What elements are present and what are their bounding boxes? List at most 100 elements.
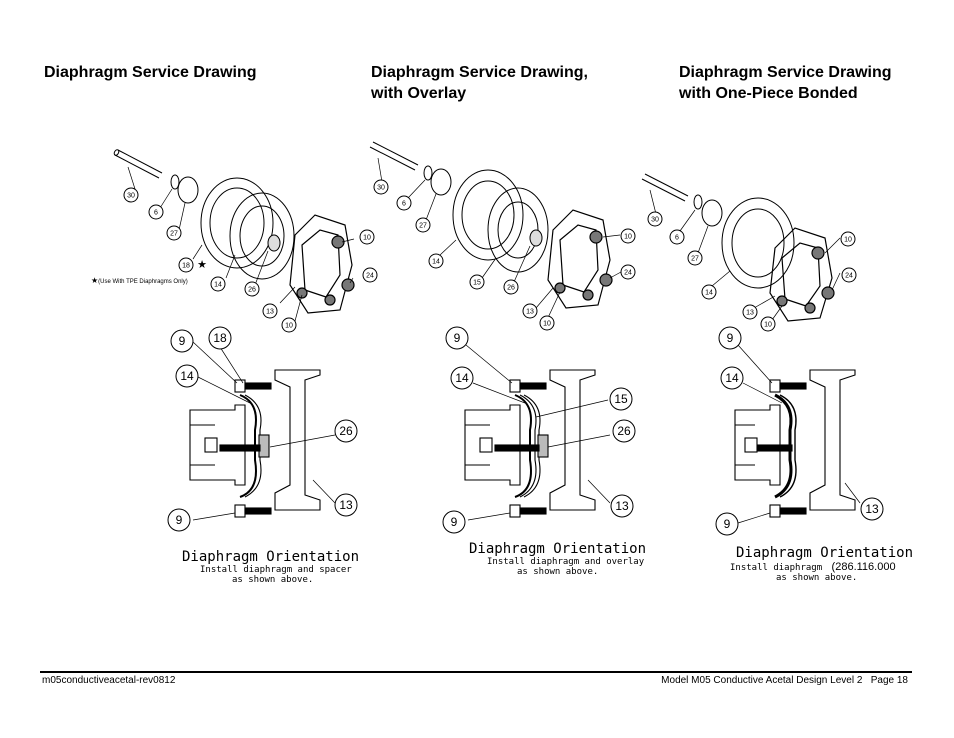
diaphragm-part: [452, 169, 524, 261]
svg-text:14: 14: [705, 290, 713, 297]
svg-text:9: 9: [176, 513, 183, 527]
tpe-note-text: (Use With TPE Diaphragms Only): [98, 279, 188, 285]
callout-24: 24: [841, 267, 857, 283]
overlay-part: [487, 187, 549, 273]
callout-6: 6: [669, 229, 685, 245]
housing-part: [547, 209, 613, 309]
svg-text:9: 9: [179, 334, 186, 348]
section-title-2: Diaphragm Service Drawing, with Overlay: [371, 62, 588, 104]
svg-text:14: 14: [180, 369, 194, 383]
svg-text:27: 27: [170, 231, 178, 238]
svg-text:30: 30: [377, 185, 385, 192]
section-title-1: Diaphragm Service Drawing: [44, 62, 257, 83]
svg-text:18: 18: [182, 263, 190, 270]
callout-14: 14: [701, 284, 717, 300]
callout-14: 14: [450, 366, 474, 390]
exploded-view-1: 30 6 27 18 14 26 13 10 10 24 ★: [113, 149, 378, 333]
callout-14: 14: [175, 364, 199, 388]
plate-part: [177, 176, 199, 204]
washer-part: [693, 194, 703, 210]
svg-text:10: 10: [285, 323, 293, 330]
svg-text:6: 6: [402, 201, 406, 208]
svg-text:14: 14: [725, 371, 739, 385]
callout-6: 6: [396, 195, 412, 211]
housing-section: [809, 369, 856, 511]
callout-13: 13: [262, 303, 278, 319]
spacer-part: [529, 229, 543, 247]
footer-right: Model M05 Conductive Acetal Design Level…: [661, 675, 908, 686]
orientation-line2: as shown above.: [517, 567, 599, 577]
bolt-bottom: [234, 504, 272, 518]
orientation-line1: Install diaphragm and overlay: [487, 557, 645, 567]
callout-10: 10: [620, 228, 636, 244]
part-number: (286.116.000: [831, 561, 896, 573]
callout-9-bottom: 9: [167, 508, 191, 532]
callout-24: 24: [362, 267, 378, 283]
callout-27: 27: [166, 225, 182, 241]
orientation-block-3: Diaphragm Orientation Install diaphragm …: [730, 545, 914, 583]
washer-part: [423, 165, 433, 181]
housing-part: [289, 214, 355, 314]
svg-text:30: 30: [127, 193, 135, 200]
orientation-block-1: Diaphragm Orientation Install diaphragm …: [182, 549, 359, 585]
svg-text:13: 13: [526, 309, 534, 316]
title-line: Diaphragm Service Drawing: [44, 64, 257, 81]
svg-text:26: 26: [617, 424, 631, 438]
svg-text:14: 14: [455, 371, 469, 385]
footer-left: m05conductiveacetal-rev0812: [42, 675, 176, 686]
callout-15: 15: [469, 274, 485, 290]
bolt-bottom: [769, 504, 807, 518]
orientation-line1-row: Install diaphragm (286.116.000: [730, 561, 913, 573]
callout-13: 13: [742, 304, 758, 320]
svg-text:13: 13: [746, 310, 754, 317]
exploded-view-2: 30 6 27 14 15 26 13 10 10 24: [369, 141, 636, 331]
shaft-part: [641, 173, 689, 202]
callout-10: 10: [359, 229, 375, 245]
orientation-line1: Install diaphragm and spacer: [200, 565, 352, 575]
housing-section: [549, 369, 596, 511]
svg-text:10: 10: [624, 234, 632, 241]
bolt-top: [234, 379, 272, 393]
callout-18: 18: [178, 257, 194, 273]
callout-9-bottom: 9: [715, 512, 739, 536]
orientation-title: Diaphragm Orientation: [469, 541, 647, 557]
tpe-note: ★(Use With TPE Diaphragms Only): [91, 276, 188, 285]
title-line: with One-Piece Bonded: [679, 85, 858, 102]
svg-text:24: 24: [845, 273, 853, 280]
footer-rule: [40, 671, 912, 673]
callout-26: 26: [503, 279, 519, 295]
svg-text:14: 14: [432, 259, 440, 266]
callout-18: 18: [208, 326, 232, 350]
svg-text:6: 6: [154, 210, 158, 217]
callout-30: 30: [373, 179, 389, 195]
orientation-line1: Install diaphragm: [730, 563, 823, 573]
title-line: Diaphragm Service Drawing: [679, 64, 892, 81]
section-title-3: Diaphragm Service Drawing with One-Piece…: [679, 62, 892, 104]
callout-10b: 10: [539, 315, 555, 331]
shaft-part: [369, 141, 419, 171]
callout-10b: 10: [281, 317, 297, 333]
svg-text:9: 9: [454, 331, 461, 345]
svg-text:10: 10: [764, 322, 772, 329]
callout-14: 14: [428, 253, 444, 269]
title-line: Diaphragm Service Drawing,: [371, 64, 588, 81]
exploded-view-3: 30 6 27 14 13 10 10 24: [641, 173, 857, 332]
orientation-block-2: Diaphragm Orientation Install diaphragm …: [469, 541, 646, 577]
svg-text:27: 27: [691, 256, 699, 263]
svg-text:13: 13: [339, 498, 353, 512]
callout-13: 13: [334, 493, 358, 517]
callout-9-top: 9: [170, 329, 194, 353]
orientation-line2: as shown above.: [232, 575, 314, 585]
callout-27: 27: [687, 250, 703, 266]
diaphragm-part: [721, 197, 795, 289]
svg-text:14: 14: [214, 282, 222, 289]
callout-30: 30: [123, 187, 139, 203]
svg-text:10: 10: [363, 235, 371, 242]
star-icon: ★: [91, 276, 99, 285]
housing-part: [769, 227, 835, 322]
orientation-title: Diaphragm Orientation: [736, 545, 914, 561]
svg-text:9: 9: [727, 331, 734, 345]
star-icon: ★: [197, 259, 207, 271]
callout-26: 26: [612, 419, 636, 443]
housing-section: [274, 369, 321, 511]
